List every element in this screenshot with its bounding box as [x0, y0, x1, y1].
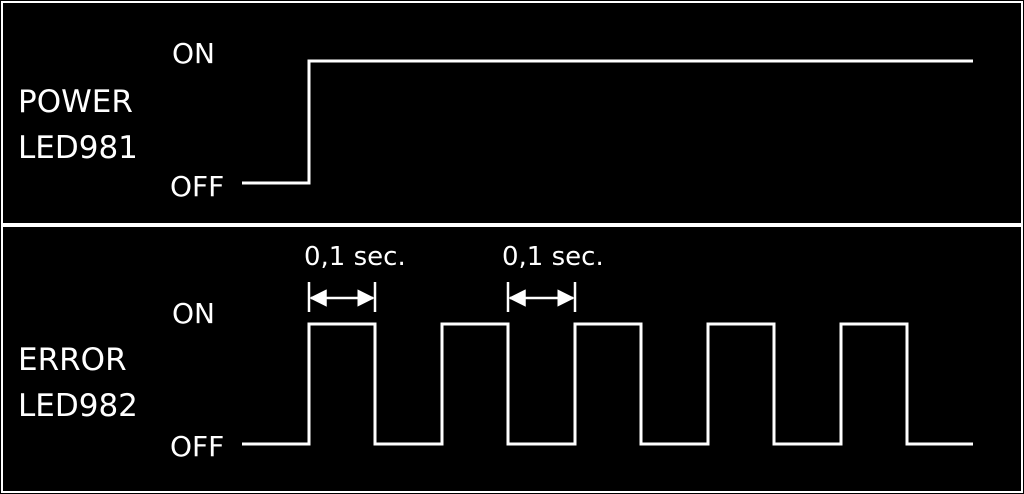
power-panel-frame [1, 1, 1023, 225]
error-on-label: ON [172, 297, 215, 330]
duration-dimension-1: 0,1 sec. [304, 242, 406, 312]
error-title-line1: ERROR [18, 342, 127, 378]
power-panel: POWER LED981 ON OFF [18, 37, 973, 203]
power-signal-waveform [242, 59, 973, 185]
duration-dimension-2: 0,1 sec. [502, 242, 604, 312]
error-panel-frame [1, 225, 1023, 493]
duration-label-1: 0,1 sec. [304, 242, 406, 272]
error-title-line2: LED982 [18, 388, 138, 424]
power-off-label: OFF [170, 170, 224, 203]
error-panel: ERROR LED982 ON OFF 0,1 sec. 0,1 sec. [18, 242, 973, 463]
power-on-label: ON [172, 37, 215, 70]
error-signal-waveform [242, 322, 973, 446]
power-title-line2: LED981 [18, 130, 138, 166]
power-title-line1: POWER [18, 84, 133, 120]
duration-label-2: 0,1 sec. [502, 242, 604, 272]
error-off-label: OFF [170, 430, 224, 463]
